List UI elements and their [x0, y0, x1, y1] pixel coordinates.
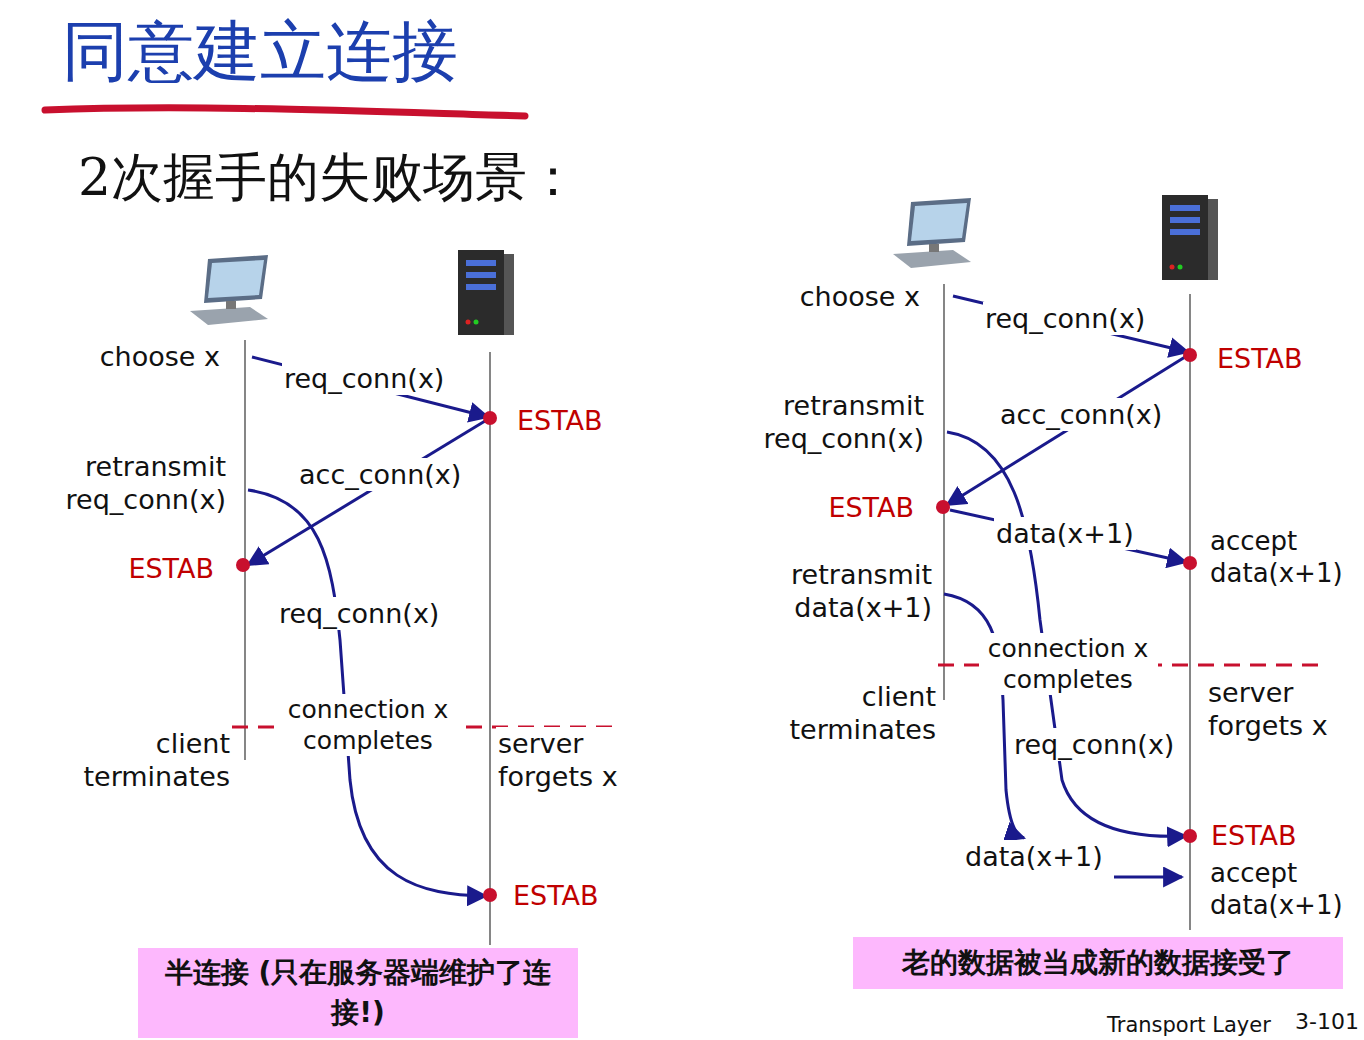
note-box: 老的数据被当成新的数据接受了: [853, 937, 1343, 989]
message-label: choose x: [98, 340, 222, 373]
slide-subtitle: 2次握手的失败场景：: [78, 145, 579, 209]
message-label: data(x+1): [963, 840, 1105, 873]
title-underline: [45, 108, 525, 116]
message-label: retransmit req_conn(x): [44, 450, 228, 516]
message-label: acc_conn(x): [297, 458, 463, 491]
message-arrow: [248, 296, 1188, 896]
message-label: choose x: [798, 280, 922, 313]
note-text: 老的数据被当成新的数据接受了: [902, 943, 1294, 983]
server-icon: [458, 195, 1218, 335]
message-label: Transport Layer: [1105, 1012, 1273, 1038]
message-label: retransmit req_conn(x): [742, 389, 926, 455]
message-label: req_conn(x): [277, 597, 441, 630]
note-text: 半连接 (只在服务器端维护了连接!): [158, 953, 558, 1033]
message-label: accept data(x+1): [1208, 857, 1360, 921]
message-label: data(x+1): [994, 517, 1136, 550]
message-label: accept data(x+1): [1208, 525, 1360, 589]
note-box: 半连接 (只在服务器端维护了连接!): [138, 948, 578, 1038]
timeline: [245, 284, 1190, 945]
message-label: server forgets x: [1206, 676, 1360, 742]
message-label: 3-101: [1293, 1008, 1361, 1035]
message-label: client terminates: [53, 727, 232, 793]
message-label: req_conn(x): [1012, 728, 1176, 761]
state-label: ESTAB: [511, 879, 601, 912]
message-label: connection x completes: [979, 633, 1158, 695]
message-label: retransmit data(x+1): [750, 558, 934, 624]
message-label: req_conn(x): [282, 362, 446, 395]
state-label: ESTAB: [1215, 342, 1305, 375]
message-label: connection x completes: [279, 694, 458, 756]
slide-title: 同意建立连接: [62, 12, 458, 92]
state-dot: [236, 348, 1197, 902]
state-label: ESTAB: [126, 552, 216, 585]
message-label: req_conn(x): [983, 302, 1147, 335]
message-label: server forgets x: [496, 727, 675, 793]
state-label: ESTAB: [1209, 819, 1299, 852]
client-icon: [190, 198, 971, 325]
state-label: ESTAB: [515, 404, 605, 437]
message-label: client terminates: [759, 680, 938, 746]
message-label: acc_conn(x): [998, 398, 1164, 431]
state-label: ESTAB: [826, 491, 916, 524]
